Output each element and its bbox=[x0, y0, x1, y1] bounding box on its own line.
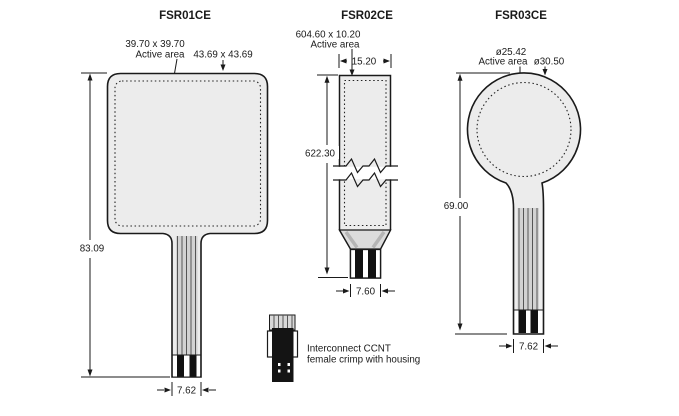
fsr02-drawing: FSR02CE 604.60 x 10.20 Active area 15.20… bbox=[296, 10, 399, 298]
interconnect-tail-stripes bbox=[273, 315, 293, 330]
fsr03-tailwidth-dim: 7.62 bbox=[519, 342, 538, 353]
fsr03-height-arrow-up bbox=[457, 73, 463, 81]
interconnect-pin-dot bbox=[278, 369, 281, 373]
fsr03-active-area-outline bbox=[476, 81, 572, 178]
fsr01-contact-bar-left bbox=[177, 355, 184, 377]
fsr01-tailwidth-ticks bbox=[171, 382, 202, 396]
fsr01-height-dim: 83.09 bbox=[80, 244, 105, 255]
fsr03-outer-dim: ø30.50 bbox=[534, 57, 565, 68]
fsr03-outer-arrowhead bbox=[542, 69, 548, 76]
fsr02-width-arrow-left bbox=[340, 58, 347, 64]
fsr01-outer-dim: 43.69 x 43.69 bbox=[193, 50, 252, 61]
fsr03-height-dim: 69.00 bbox=[444, 201, 469, 212]
fsr01-height-label-bg bbox=[74, 241, 110, 255]
fsr01-outer-arrowhead bbox=[220, 64, 226, 71]
fsr01-sensor-body bbox=[106, 72, 269, 378]
fsr02-tailwidth-arrow-right bbox=[381, 288, 388, 294]
fsr03-tail-stripes bbox=[518, 208, 538, 310]
fsr02-taper-traces bbox=[344, 230, 386, 249]
interconnect-connector-body bbox=[272, 328, 294, 382]
fsr01-contact-bar-right bbox=[189, 355, 197, 377]
fsr01-tail-stripes bbox=[177, 236, 196, 355]
fsr01-tailwidth-arrow-right bbox=[202, 387, 209, 393]
fsr02-break-band bbox=[331, 166, 399, 180]
fsr01-height-arrow-up bbox=[87, 73, 93, 81]
interconnect-note-line2: female crimp with housing bbox=[307, 355, 420, 366]
fsr02-width-dim: 15.20 bbox=[352, 57, 377, 68]
fsr03-title: FSR03CE bbox=[495, 10, 547, 22]
fsr01-tailwidth-dim: 7.62 bbox=[177, 386, 196, 397]
fsr02-height-label-bg bbox=[301, 146, 339, 159]
fsr02-tailwidth-dim: 7.60 bbox=[356, 287, 376, 298]
fsr02-width-arrow-right bbox=[383, 58, 390, 64]
fsr03-contact-bar-left bbox=[518, 310, 526, 333]
fsr02-tailwidth-arrow-left bbox=[343, 288, 350, 294]
fsr02-height-dim: 622.30 bbox=[305, 149, 336, 160]
fsr01-drawing: FSR01CE 39.70 x 39.70 Active area 43.69 … bbox=[74, 10, 269, 397]
fsr01-title: FSR01CE bbox=[159, 10, 211, 22]
fsr02-contact-bar-right bbox=[368, 250, 376, 278]
interconnect-pin-dot bbox=[287, 363, 290, 366]
fsr02-tailwidth-ticks bbox=[350, 284, 381, 297]
fsr02-height-arrow-down bbox=[324, 267, 330, 275]
fsr02-title: FSR02CE bbox=[341, 10, 393, 22]
interconnect-detail: Interconnect CCNT female crimp with hous… bbox=[266, 314, 420, 382]
interconnect-pin-dot bbox=[278, 363, 281, 366]
interconnect-tail-stripes-bg bbox=[269, 314, 296, 331]
fsr02-break-line-top bbox=[333, 157, 398, 174]
fsr02-break-line-bottom bbox=[333, 171, 398, 188]
fsr02-height-arrow-up bbox=[324, 75, 330, 83]
fsr02-active-area-label: Active area bbox=[310, 40, 360, 51]
interconnect-pin-dot bbox=[287, 369, 290, 373]
fsr02-active-area-outline bbox=[343, 79, 387, 227]
fsr01-active-area-label: Active area bbox=[135, 50, 185, 61]
fsr01-tailwidth-arrow-left bbox=[164, 387, 171, 393]
fsr03-tailwidth-ticks bbox=[513, 339, 544, 353]
fsr03-active-area-dim: ø25.42 bbox=[496, 47, 527, 58]
fsr03-tailwidth-arrow-right bbox=[544, 343, 551, 349]
fsr03-height-arrow-down bbox=[457, 323, 463, 331]
fsr01-active-area-dim: 39.70 x 39.70 bbox=[125, 39, 185, 50]
fsr02-active-area-dim: 604.60 x 10.20 bbox=[296, 30, 361, 41]
fsr02-width-ticks bbox=[338, 54, 392, 68]
fsr03-sensor-body bbox=[466, 72, 582, 335]
fsr02-contact-bar-left bbox=[355, 250, 363, 278]
fsr02-active-area-arrowhead bbox=[349, 69, 355, 76]
fsr01-height-arrow-down bbox=[87, 369, 93, 377]
fsr03-drawing: FSR03CE ø25.42 Active area ø30.50 69.00 bbox=[438, 10, 582, 353]
fsr03-contact-bar-right bbox=[530, 310, 538, 333]
interconnect-note-line1: Interconnect CCNT bbox=[307, 344, 391, 355]
fsr01-active-area-outline bbox=[114, 80, 262, 227]
fsr01-active-area-leader bbox=[173, 58, 178, 75]
fsr03-active-area-label: Active area bbox=[478, 57, 528, 68]
fsr03-tailwidth-arrow-left bbox=[506, 343, 513, 349]
fsr03-height-label-bg bbox=[438, 199, 474, 212]
